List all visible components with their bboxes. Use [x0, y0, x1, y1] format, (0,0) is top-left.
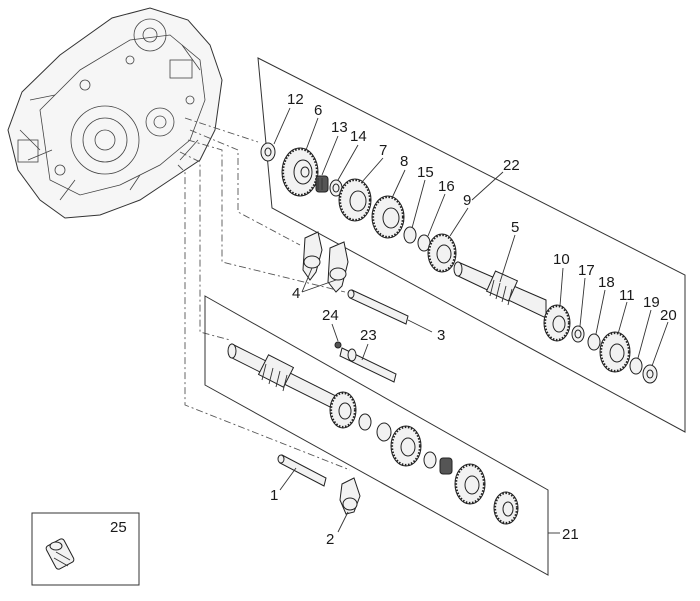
lower-shaft-parts — [227, 343, 519, 525]
label-11: 11 — [619, 287, 635, 304]
inset-frame-25 — [31, 512, 140, 586]
projection-lines — [177, 117, 351, 471]
label-24: 24 — [322, 307, 339, 324]
label-23: 23 — [360, 327, 377, 344]
label-16: 16 — [438, 178, 455, 195]
crankcase — [7, 7, 223, 219]
gear-6 — [281, 147, 319, 197]
label-4: 4 — [292, 285, 300, 302]
label-5: 5 — [511, 219, 519, 236]
fork-rod-1 — [277, 454, 327, 487]
label-21: 21 — [562, 526, 579, 543]
shaft-5 — [453, 261, 547, 319]
label-14: 14 — [350, 128, 367, 145]
label-18: 18 — [598, 274, 615, 291]
gear-7 — [338, 178, 372, 222]
gear-10 — [543, 304, 571, 342]
label-25: 25 — [110, 519, 127, 536]
label-22: 22 — [503, 157, 520, 174]
ring-18 — [587, 333, 601, 351]
bearing-13 — [315, 175, 329, 193]
label-10: 10 — [553, 251, 570, 268]
circlip-15 — [403, 226, 417, 244]
gear-9 — [427, 233, 457, 273]
label-6: 6 — [314, 102, 322, 119]
label-3: 3 — [437, 327, 445, 344]
label-9: 9 — [463, 192, 471, 209]
group-frame-21 — [204, 295, 549, 576]
shift-fork-2 — [339, 477, 361, 515]
label-1: 1 — [270, 487, 278, 504]
label-7: 7 — [379, 142, 387, 159]
label-8: 8 — [400, 153, 408, 170]
fork-rod-3 — [347, 289, 409, 325]
pin-24 — [334, 341, 342, 349]
circlip-19 — [629, 357, 643, 375]
label-20: 20 — [660, 307, 677, 324]
shift-forks-4 — [302, 231, 349, 293]
shaft-23 — [339, 347, 397, 383]
gear-11 — [599, 331, 631, 373]
label-15: 15 — [417, 164, 434, 181]
part-number-labels: 12 6 13 14 7 8 15 16 9 22 5 10 17 18 11 … — [110, 91, 677, 548]
label-19: 19 — [643, 294, 660, 311]
sensor-25 — [45, 538, 75, 570]
label-2: 2 — [326, 531, 334, 548]
gear-8 — [371, 195, 405, 239]
label-17: 17 — [578, 262, 595, 279]
leader-lines — [273, 107, 669, 534]
label-12: 12 — [287, 91, 304, 108]
upper-shaft-parts — [260, 142, 658, 384]
label-13: 13 — [331, 119, 348, 136]
